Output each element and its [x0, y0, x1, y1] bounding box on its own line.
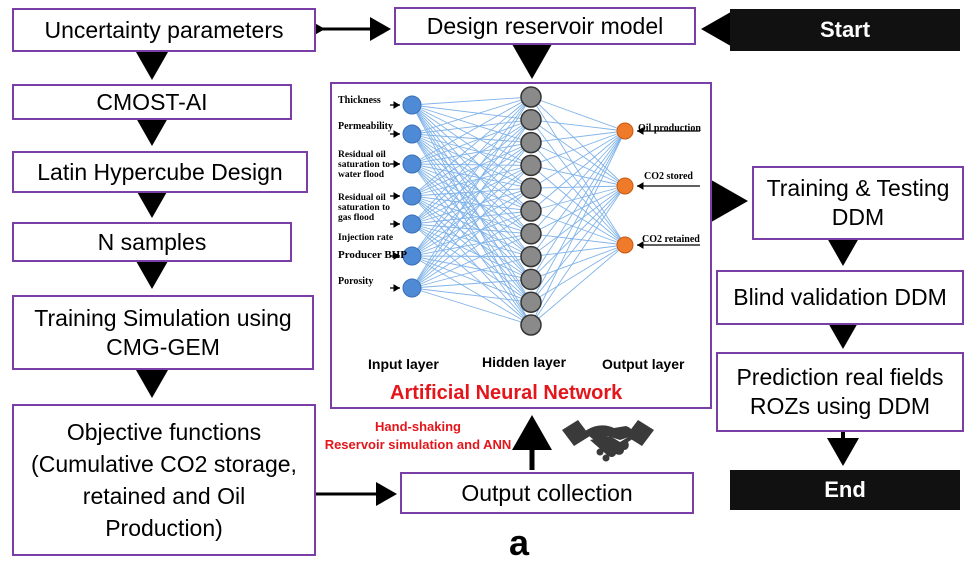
input-node-2	[402, 154, 422, 174]
output-collection-box: Output collection	[400, 472, 694, 514]
n-samples-label: N samples	[97, 228, 207, 255]
hidden-node-6	[520, 223, 542, 245]
hidden-node-3	[520, 154, 542, 177]
start-terminal: Start	[730, 9, 960, 51]
handshake-line1: Hand-shaking	[375, 419, 461, 434]
design-reservoir-model-label: Design reservoir model	[426, 12, 664, 39]
residual-water-line1: Residual oil	[338, 150, 386, 160]
end-label: End	[824, 477, 866, 502]
output-layer-label: Output layer	[602, 356, 685, 372]
handshake-icon	[562, 420, 654, 462]
objective-line1: Objective functions	[66, 418, 262, 445]
training-testing-line1: Training & Testing	[766, 175, 950, 202]
input-node-5	[402, 246, 422, 266]
uncertainty-parameters-label: Uncertainty parameters	[44, 16, 284, 43]
design-reservoir-model-box: Design reservoir model	[394, 7, 696, 45]
ann-title: Artificial Neural Network	[390, 382, 623, 404]
input-node-0	[402, 95, 422, 115]
n-samples-box: N samples	[12, 222, 292, 262]
hidden-node-2	[520, 131, 542, 154]
latin-hypercube-label: Latin Hypercube Design	[37, 158, 283, 185]
output-node-0	[616, 122, 634, 140]
input-node-6	[402, 278, 422, 298]
residual-gas-line3: gas flood	[338, 212, 375, 223]
blind-validation-box: Blind validation DDM	[716, 270, 964, 325]
ann-network-graph	[390, 86, 700, 336]
output-node-2	[616, 236, 634, 254]
input-node-3	[402, 186, 422, 206]
hidden-node-8	[520, 268, 542, 291]
handshake-line2: Reservoir simulation and ANN	[324, 437, 512, 453]
hidden-node-1	[520, 109, 542, 131]
training-simulation-box: Training Simulation using CMG-GEM	[12, 295, 314, 370]
prediction-line2: ROZs using DDM	[749, 393, 931, 419]
residual-gas-line2: saturation to	[338, 202, 390, 213]
input-residual-gas-label: Residual oil saturation to gas flood	[338, 193, 390, 224]
hidden-node-9	[520, 291, 542, 313]
input-injection-rate-label: Injection rate	[338, 233, 394, 243]
prediction-box: Prediction real fields ROZs using DDM	[716, 352, 964, 432]
objective-line2: (Cumulative CO2 storage,	[31, 450, 297, 477]
input-layer-label: Input layer	[368, 356, 439, 372]
hidden-node-7	[520, 245, 542, 268]
latin-hypercube-box: Latin Hypercube Design	[12, 151, 308, 193]
output-co2-retained-label: CO2 retained	[642, 234, 700, 245]
residual-water-line2: saturation to	[338, 159, 390, 170]
input-permeability-label: Permeability	[338, 121, 393, 132]
end-terminal: End	[730, 470, 960, 510]
prediction-line1: Prediction real fields	[736, 364, 944, 391]
uncertainty-parameters-box: Uncertainty parameters	[12, 8, 316, 52]
ann-panel: Thickness Permeability Residual oil satu…	[330, 82, 712, 409]
output-co2-stored-label: CO2 stored	[644, 171, 693, 182]
cmost-ai-box: CMOST-AI	[12, 84, 292, 120]
hidden-node-0	[520, 86, 542, 108]
handshake-caption: Hand-shaking Reservoir simulation and AN…	[318, 418, 518, 454]
hidden-layer-label: Hidden layer	[482, 354, 567, 370]
objective-line3: retained and Oil	[82, 483, 246, 509]
input-thickness-label: Thickness	[338, 95, 381, 106]
objective-functions-box: Objective functions (Cumulative CO2 stor…	[12, 404, 316, 556]
objective-line4: Production)	[105, 515, 223, 542]
input-residual-water-label: Residual oil saturation to water flood	[338, 150, 390, 181]
blind-validation-label: Blind validation DDM	[733, 284, 947, 311]
output-collection-label: Output collection	[461, 479, 633, 506]
hidden-node-5	[520, 200, 542, 222]
output-node-1	[616, 177, 634, 195]
hidden-node-4	[520, 177, 542, 199]
training-simulation-line2: CMG-GEM	[106, 333, 220, 360]
training-testing-ddm-box: Training & Testing DDM	[752, 166, 964, 240]
start-label: Start	[819, 17, 871, 42]
training-testing-line2: DDM	[831, 204, 885, 230]
input-node-1	[402, 124, 422, 144]
residual-gas-line1: Residual oil	[338, 193, 386, 203]
input-node-4	[402, 214, 422, 234]
hidden-node-10	[520, 314, 542, 336]
training-simulation-line1: Training Simulation using	[34, 304, 292, 331]
residual-water-line3: water flood	[338, 169, 384, 180]
input-porosity-label: Porosity	[338, 276, 374, 287]
output-oil-production-label: Oil production	[638, 123, 701, 134]
figure-label: a	[509, 522, 530, 563]
cmost-ai-label: CMOST-AI	[96, 88, 208, 115]
input-producer-bhp-label: Producer BHP	[338, 249, 407, 261]
